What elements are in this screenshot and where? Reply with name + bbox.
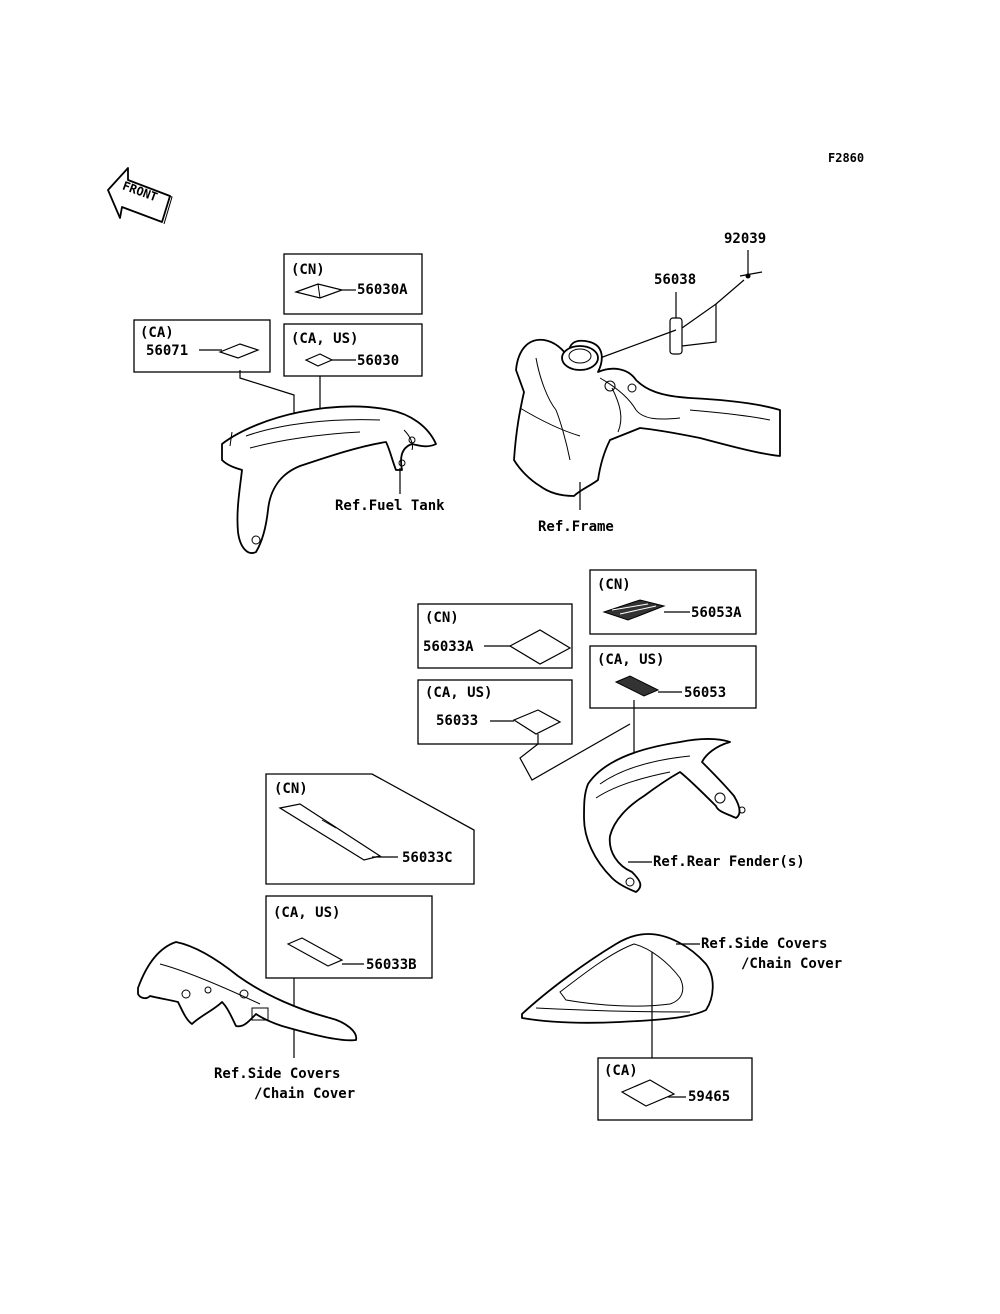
market-cn-56033a: (CN) [425,610,459,626]
market-cn-56033c: (CN) [274,781,308,797]
figure-code: F2860 [828,151,864,165]
market-ca-us-56053: (CA, US) [597,652,664,668]
front-arrow-icon: FRONT [107,167,173,225]
label-59465: 59465 [688,1089,730,1105]
chain-cover-left [137,941,358,1042]
market-ca-56071: (CA) [140,325,174,341]
market-ca-us-56030: (CA, US) [291,331,358,347]
ref-frame: Ref.Frame [538,519,614,535]
ref-chain-cover-left: /Chain Cover [254,1086,355,1102]
fuel-tank-cover [221,405,437,554]
label-56033: 56033 [436,713,478,729]
label-56030: 56030 [357,353,399,369]
ref-side-covers-left: Ref.Side Covers [214,1066,340,1082]
label-56033a: 56033A [423,639,474,655]
market-ca-us-56033b: (CA, US) [273,905,340,921]
label-56038: 56038 [654,272,696,288]
ref-side-covers-right: Ref.Side Covers [701,936,827,952]
label-56071: 56071 [146,343,188,359]
label-56053: 56053 [684,685,726,701]
market-ca-59465: (CA) [604,1063,638,1079]
frame [513,338,781,497]
ref-chain-cover-right: /Chain Cover [741,956,842,972]
side-cover-right [521,933,714,1024]
market-ca-us-56033: (CA, US) [425,685,492,701]
market-cn-56053a: (CN) [597,577,631,593]
label-56053a: 56053A [691,605,742,621]
ref-rear-fender: Ref.Rear Fender(s) [653,854,805,870]
market-cn-56030a: (CN) [291,262,325,278]
label-56030a: 56030A [357,282,408,298]
label-56033c: 56033C [402,850,453,866]
ref-fuel-tank: Ref.Fuel Tank [335,498,445,514]
rear-fender [583,738,746,893]
label-56033b: 56033B [366,957,417,973]
label-92039: 92039 [724,231,766,247]
